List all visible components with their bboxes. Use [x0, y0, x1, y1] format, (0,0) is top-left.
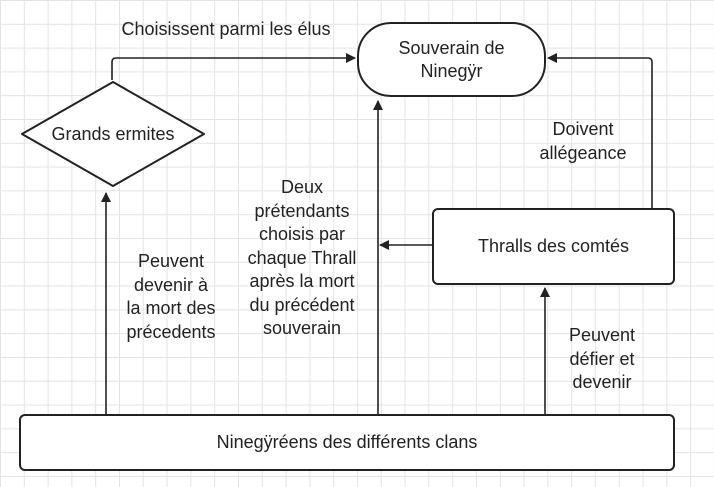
edge-label-hermits-to-sovereign: Choisissent parmi les élus	[121, 19, 331, 39]
edge-label-clans-to-hermits: Peuvent devenir à la mort des précedents	[126, 251, 216, 342]
node-sovereign: Souverain de Ninegÿr	[357, 22, 546, 97]
node-hermits: Grands ermites	[20, 80, 206, 188]
diamond-shape	[21, 81, 205, 187]
connector-hermits-to-sovereign	[111, 53, 356, 80]
connector-thralls-to-sovereign	[547, 53, 653, 208]
edge-label-clans-to-sovereign: Deux prétendants choisis par chaque Thra…	[247, 177, 357, 338]
edge-label-thralls-to-sovereign: Doivent allégeance	[539, 119, 627, 163]
node-hermits-label: Grands ermites	[51, 123, 175, 144]
node-sovereign-label: Souverain de Ninegÿr	[398, 37, 505, 81]
node-thralls: Thralls des comtés	[432, 208, 675, 285]
node-clans: Ninegÿréens des différents clans	[19, 414, 675, 471]
node-clans-label: Ninegÿréens des différents clans	[216, 432, 478, 452]
edge-label-clans-to-thralls: Peuvent défier et devenir	[568, 325, 636, 392]
node-thralls-label: Thralls des comtés	[477, 236, 630, 256]
